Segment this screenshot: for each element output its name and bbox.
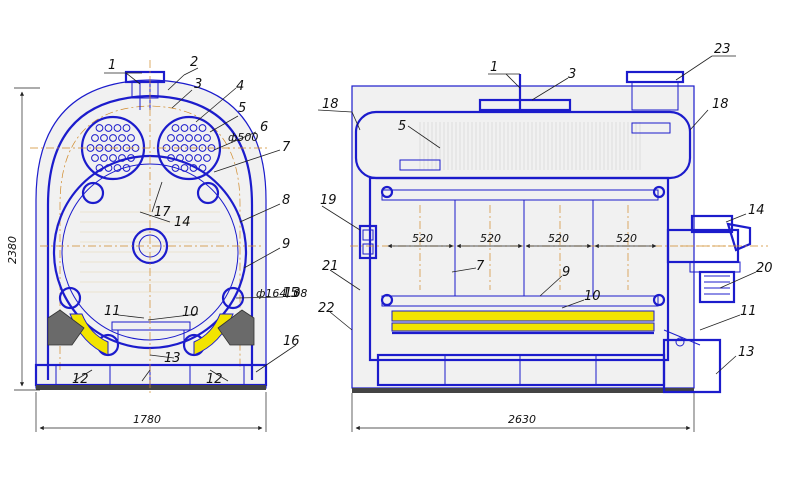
collector-upper-right [196,181,220,205]
side-length-dimension: 2630 [508,413,536,426]
front-callout-17: 17 [154,205,171,220]
front-callout-4: 4 [236,79,244,94]
tube [185,154,193,162]
side-callout-10: 10 [584,289,601,304]
front-leaders [73,67,297,382]
side-callouts: 1 3 23 18 18 5 19 14 7 9 20 10 11 13 21 … [318,42,773,360]
tube [198,124,207,132]
tube [100,134,108,142]
front-support-left [47,309,85,346]
side-casing [351,85,695,389]
side-grate-refractory [391,310,655,322]
side-callout-3: 3 [568,67,576,82]
front-width-dimension: 1780 [133,413,161,426]
side-callout-18-left: 18 [322,97,339,112]
tube [95,124,104,132]
side-burner [666,214,752,304]
front-view [30,60,270,395]
side-callout-11: 11 [740,304,757,319]
tube [171,124,180,132]
section-1-dimension: 520 [412,232,433,245]
front-callout-14: 14 [174,215,191,230]
side-callout-13: 13 [738,345,755,360]
side-leaders [317,55,757,375]
front-callout-13-right: 13 [284,286,301,301]
tube [198,144,207,152]
tube [176,134,184,142]
front-callouts: 1 2 3 4 5 6 7 8 9 13 10 11 12 12 13 14 1… [72,55,301,387]
front-callout-10: 10 [182,305,199,320]
side-callout-20: 20 [756,261,773,276]
front-callout-13-bottom: 13 [164,351,181,366]
tube [113,124,122,132]
tube [104,124,113,132]
side-callout-18-right: 18 [712,97,729,112]
collector-mid-left [58,286,82,310]
side-ash-chute [662,338,722,394]
front-callout-2: 2 [190,55,198,70]
tube [118,134,126,142]
front-tube-diameter: ф164, 08 [256,287,307,300]
side-callout-14: 14 [748,203,765,218]
tube [86,144,95,152]
tube [91,154,99,162]
side-callout-1: 1 [490,60,498,75]
tube [167,134,175,142]
tube [109,134,117,142]
tube [189,124,198,132]
tube [180,124,189,132]
tube [113,164,122,172]
front-callout-6: 6 [260,120,268,135]
tube [194,134,202,142]
side-main-frame [368,176,670,362]
side-callout-21: 21 [322,259,339,274]
tube [127,134,135,142]
tube [109,154,117,162]
section-2-dimension: 520 [480,232,501,245]
front-support-right [217,309,255,346]
front-grate [111,321,191,331]
front-callout-12-left: 12 [72,372,89,387]
section-3-dimension: 520 [548,232,569,245]
front-callout-3: 3 [194,77,202,92]
side-callout-19: 19 [320,193,337,208]
tube [100,154,108,162]
front-callout-1: 1 [108,58,116,73]
side-callout-22: 22 [318,301,335,316]
front-callout-7: 7 [282,140,291,155]
tube [203,154,211,162]
side-callout-9: 9 [562,265,570,280]
tube [122,124,131,132]
collector-upper-left [81,181,105,205]
section-4-dimension: 520 [616,232,637,245]
tube [203,134,211,142]
front-callout-5: 5 [238,101,246,116]
side-callout-5: 5 [398,119,406,134]
tube [185,134,193,142]
tube [118,154,126,162]
front-callout-8: 8 [282,193,290,208]
front-callout-11: 11 [104,304,121,319]
front-callout-15: 15 [282,286,299,301]
tube [194,154,202,162]
front-height-dimension: 2380 [6,236,19,264]
front-callout-9: 9 [282,237,290,252]
side-callout-7: 7 [476,259,485,274]
side-chimney [625,70,685,84]
side-callout-23: 23 [714,42,731,57]
front-callout-16: 16 [283,334,300,349]
tube [171,164,180,172]
side-section-dimensions: 520 520 520 520 [387,232,657,249]
side-view [350,70,768,394]
tube [91,134,99,142]
front-callout-12-right: 12 [206,372,223,387]
side-door [358,224,378,260]
